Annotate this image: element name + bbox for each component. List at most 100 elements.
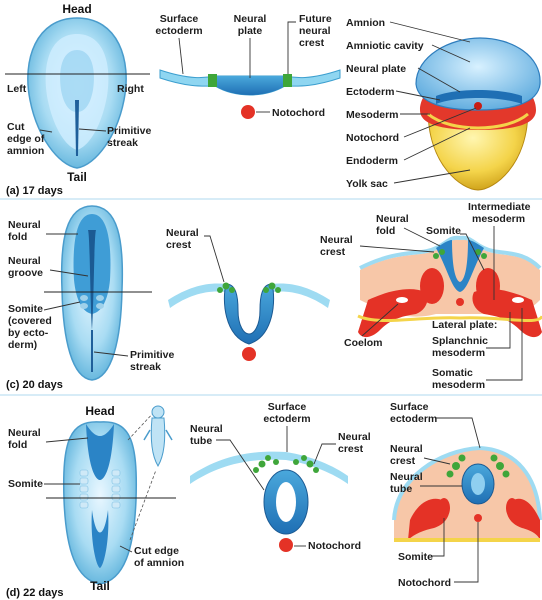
label-mesoderm: Mesoderm xyxy=(346,109,399,121)
label-somite-detail-d: Somite xyxy=(398,551,433,563)
label-head: Head xyxy=(62,2,91,16)
label-surface-ectoderm-detail-d-1: Surface xyxy=(390,401,429,413)
label-notochord-detail-d: Notochord xyxy=(398,577,451,589)
caption-20-days: (c) 20 days xyxy=(6,379,63,391)
label-neural-crest-detail-c-2: crest xyxy=(320,246,346,258)
leader-neural-crest-c xyxy=(204,235,225,283)
label-intermediate-2: mesoderm xyxy=(472,213,525,225)
label-somite-c-2: (covered xyxy=(8,315,52,327)
leader-neural-crest-detail-d xyxy=(423,457,451,465)
label-neural-tube-d-1: Neural xyxy=(190,423,223,435)
amnion-yolk-sac-3d xyxy=(415,37,541,191)
neural-plate-section xyxy=(159,69,341,119)
label-neural-fold-detail-c-2: fold xyxy=(376,225,395,237)
label-surface-ectoderm-d-1: Surface xyxy=(268,401,307,413)
neural-tube-detail-section xyxy=(392,445,542,542)
leader-primitive-streak-a xyxy=(78,128,107,132)
embryo-22-days xyxy=(46,405,176,585)
label-neural-plate-3d: Neural plate xyxy=(346,63,406,75)
leader-future-neural-crest xyxy=(287,21,296,74)
three-d-labels: Amnion Amniotic cavity Neural plate Ecto… xyxy=(346,17,477,190)
label-cut-edge-d-2: of amnion xyxy=(134,557,184,569)
label-neural-tube-d-2: tube xyxy=(190,435,212,447)
leader-cut-edge-a xyxy=(39,129,53,133)
label-tail-d: Tail xyxy=(90,579,110,593)
neural-fold-detail-section xyxy=(357,235,542,338)
embryo-17-days xyxy=(5,17,150,169)
label-primitive-streak-a-2: streak xyxy=(107,137,138,149)
label-ectoderm: Ectoderm xyxy=(346,86,394,98)
label-neural-groove-2: groove xyxy=(8,267,43,279)
label-somite-c-4: derm) xyxy=(8,339,37,351)
panel-d: Head Tail Neural fold Somite Cut edge of… xyxy=(0,394,542,599)
label-neural-crest-d-1: Neural xyxy=(338,431,371,443)
label-neural-crest-c-1: Neural xyxy=(166,227,199,239)
leader-neural-fold-d xyxy=(45,437,89,443)
leader-neural-fold-detail-c xyxy=(403,227,441,247)
label-neural-fold-d-2: fold xyxy=(8,439,27,451)
label-somatic-1: Somatic xyxy=(432,367,473,379)
leader-neural-groove xyxy=(49,269,89,277)
label-head-d: Head xyxy=(85,404,114,418)
label-primitive-streak-c-1: Primitive xyxy=(130,349,175,361)
leader-ectoderm xyxy=(395,90,441,101)
label-neural-fold-d-1: Neural xyxy=(8,427,41,439)
embryo-20-days xyxy=(44,205,152,381)
label-notochord-d: Notochord xyxy=(308,540,361,552)
label-neural-plate-a-2: plate xyxy=(238,25,263,37)
label-somite-d: Somite xyxy=(8,478,43,490)
leader-endoderm xyxy=(403,127,471,161)
leader-neural-crest-detail-c xyxy=(359,245,435,253)
label-intermediate-1: Intermediate xyxy=(468,201,531,213)
label-neural-fold-detail-c-1: Neural xyxy=(376,213,409,225)
leader-coelom xyxy=(361,303,399,337)
label-neural-tube-detail-d-1: Neural xyxy=(390,471,423,483)
label-surface-ectoderm-d-2: ectoderm xyxy=(263,413,310,425)
label-somatic-2: mesoderm xyxy=(432,379,485,391)
label-surface-ectoderm-a-1: Surface xyxy=(160,13,199,25)
label-right: Right xyxy=(117,83,144,95)
label-lateral-plate: Lateral plate: xyxy=(432,319,497,331)
label-notochord-a: Notochord xyxy=(272,107,325,119)
label-cut-edge-2: edge of xyxy=(7,133,45,145)
label-future-neural-crest-1: Future xyxy=(299,13,332,25)
caption-17-days: (a) 17 days xyxy=(6,185,63,197)
label-somite-c-3: by ecto- xyxy=(8,327,49,339)
label-cut-edge-1: Cut xyxy=(7,121,25,133)
label-notochord-3d: Notochord xyxy=(346,132,399,144)
label-somite-c-1: Somite xyxy=(8,303,43,315)
leader-somatic xyxy=(486,308,523,381)
label-somite-detail-c: Somite xyxy=(426,225,461,237)
label-future-neural-crest-3: crest xyxy=(299,37,325,49)
leader-splanchnic xyxy=(486,312,511,349)
label-surface-ectoderm-detail-d-2: ectoderm xyxy=(390,413,437,425)
label-coelom: Coelom xyxy=(344,337,383,349)
leader-surface-ectoderm-a xyxy=(178,37,184,75)
leader-amniotic-cavity xyxy=(431,44,471,63)
label-cut-edge-d-1: Cut edge xyxy=(134,545,179,557)
neural-groove-section xyxy=(168,282,330,361)
leader-somite-detail-c xyxy=(460,233,485,271)
panel-a: Head Tail Left Right Cut edge of amnion … xyxy=(5,2,541,197)
leader-surface-ectoderm-detail-d xyxy=(436,417,481,449)
label-neural-crest-c-2: crest xyxy=(166,239,192,251)
label-endoderm: Endoderm xyxy=(346,155,398,167)
label-tail: Tail xyxy=(67,170,87,184)
leader-somite-detail-d xyxy=(432,518,445,557)
label-left: Left xyxy=(7,83,27,95)
label-yolk-sac: Yolk sac xyxy=(346,178,388,190)
leader-yolk-sac xyxy=(393,169,471,184)
label-neural-plate-a-1: Neural xyxy=(234,13,267,25)
leader-neural-tube-d xyxy=(216,439,265,491)
leader-amnion xyxy=(389,21,471,43)
label-neural-crest-d-2: crest xyxy=(338,443,364,455)
label-primitive-streak-c-2: streak xyxy=(130,361,161,373)
label-neural-tube-detail-d-2: tube xyxy=(390,483,412,495)
whole-embryo-inset xyxy=(143,405,173,467)
label-surface-ectoderm-a-2: ectoderm xyxy=(155,25,202,37)
leader-cut-edge-d xyxy=(119,545,133,553)
label-future-neural-crest-2: neural xyxy=(299,25,331,37)
label-amniotic-cavity: Amniotic cavity xyxy=(346,40,424,52)
label-neural-groove-1: Neural xyxy=(8,255,41,267)
